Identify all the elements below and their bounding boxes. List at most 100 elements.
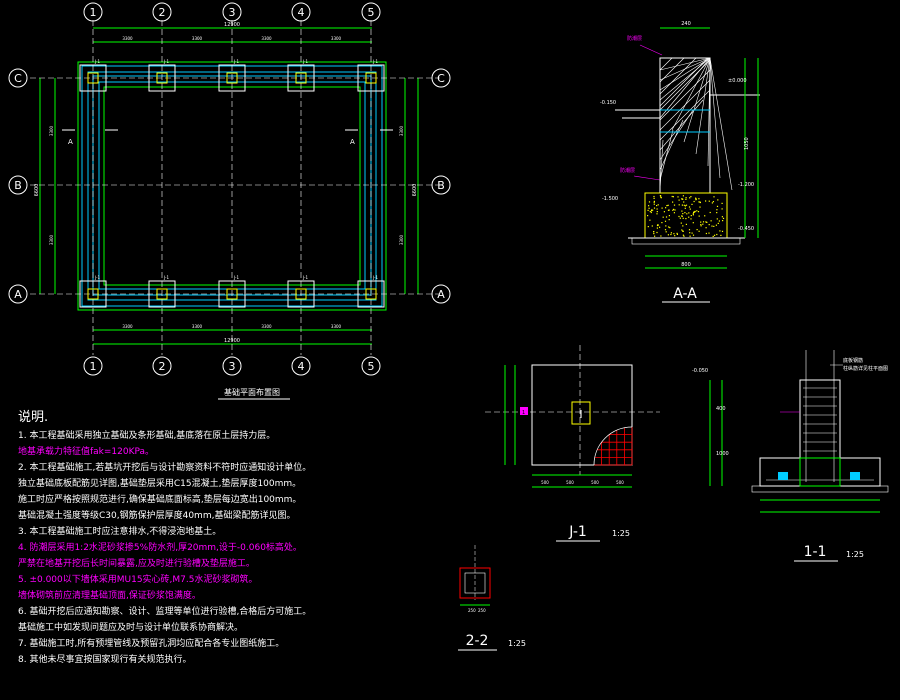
- note-line: 3. 本工程基础施工时应注意排水,不得浸泡地基土。: [18, 527, 222, 537]
- j1-title: J-1: [568, 524, 587, 540]
- s11-top-label: 底板钢筋: [843, 357, 863, 364]
- aa-elevation-label: -1.200: [738, 182, 754, 188]
- note-line: 6. 基础开挖后应通知勘察、设计、监理等单位进行验槽,合格后方可施工。: [18, 607, 312, 617]
- notes-list: 1. 本工程基础采用独立基础及条形基础,基底落在原土层持力层。 地基承载力特征值…: [18, 428, 438, 668]
- aa-height-dim-1: 1050: [744, 137, 750, 150]
- dim-side-segment: 3300: [399, 125, 404, 136]
- dim-side-segment: 3300: [49, 234, 54, 245]
- footing-pad: [79, 280, 107, 308]
- j1-dim: 500: [616, 480, 624, 485]
- footing-pad: [287, 280, 315, 308]
- aa-top-dim: 240: [681, 21, 691, 27]
- footing-tag: J-1: [233, 275, 239, 280]
- dim-segment: 3300: [331, 324, 342, 329]
- column-axis-bottom-bubble: [222, 356, 242, 376]
- note-line: 施工时应严格按照规范进行,确保基础底面标高,垫层每边宽出100mm。: [18, 495, 302, 505]
- j1-column-mark: I: [579, 408, 582, 421]
- note-line: 基础混凝土强度等级C30,钢筋保护层厚度40mm,基础梁配筋详见图。: [18, 511, 296, 521]
- dim-segment: 3300: [261, 36, 272, 41]
- row-axis-right-label: C: [437, 72, 445, 85]
- footing-pad: [357, 64, 385, 92]
- s11-title: 1-1: [804, 544, 827, 560]
- aa-elevation-label: -0.450: [738, 226, 754, 232]
- section-2-2: 250 250 2-2 1:25: [458, 545, 526, 651]
- row-axis-left-bubble: [8, 175, 28, 195]
- footing-tag: J-1: [163, 59, 169, 64]
- note-line: 独立基础底板配筋见详图,基础垫层采用C15混凝土,垫层厚度100mm。: [18, 479, 302, 489]
- note-line: 地基承载力特征值fak=120KPa。: [18, 447, 155, 457]
- aa-title: A-A: [673, 286, 697, 302]
- footing-pad: [148, 64, 176, 92]
- column-axis-bottom-bubble: [291, 356, 311, 376]
- note-line: 8. 其他未尽事宜按国家现行有关规范执行。: [18, 655, 192, 665]
- column-axis-top-label: 1: [90, 6, 97, 19]
- column-axis-top-label: 4: [298, 6, 305, 19]
- j1-col-label: 1: [522, 410, 525, 416]
- footing-pad: [148, 280, 176, 308]
- footing-tag: J-1: [372, 275, 378, 280]
- footing-tag: J-1: [302, 59, 308, 64]
- j1-dim: 500: [541, 480, 549, 485]
- s22-dim-2: 250: [478, 608, 486, 613]
- section-a-a: 240 防潮层 防潮层 ±0.000-0.150-1.200-1.500-0.4…: [600, 21, 760, 303]
- j1-scale: 1:25: [612, 529, 630, 538]
- note-line: 5. ±0.000以下墙体采用MU15实心砖,M7.5水泥砂浆砌筑。: [18, 575, 258, 585]
- row-axis-left-label: C: [14, 72, 22, 85]
- column-axis-bottom-label: 2: [159, 360, 166, 373]
- note-line: 严禁在地基开挖后长时间暴露,应及时进行验槽及垫层施工。: [18, 559, 255, 569]
- aa-callout-mid: 防潮层: [620, 167, 635, 174]
- dim-bottom-total: 12900: [224, 338, 240, 344]
- footing-pad: [218, 64, 246, 92]
- row-axis-left-bubble: [8, 68, 28, 88]
- s11-scale: 1:25: [846, 550, 864, 559]
- general-notes: 说明. 1. 本工程基础采用独立基础及条形基础,基底落在原土层持力层。 地基承载…: [18, 410, 438, 668]
- column-axis-bottom-label: 4: [298, 360, 305, 373]
- dim-segment: 3300: [192, 324, 203, 329]
- footing-tag: J-1: [94, 59, 100, 64]
- dim-segment: 3300: [122, 36, 133, 41]
- note-line: 1. 本工程基础采用独立基础及条形基础,基底落在原土层持力层。: [18, 431, 276, 441]
- s11-top-label2: 柱纵筋详见柱平面图: [843, 365, 888, 372]
- s22-scale: 1:25: [508, 639, 526, 648]
- column-axis-bottom-label: 3: [229, 360, 236, 373]
- aa-elevation-label: -0.150: [600, 100, 616, 106]
- footing-tag: J-1: [163, 275, 169, 280]
- dim-segment: 3300: [261, 324, 272, 329]
- row-axis-right-label: B: [437, 179, 445, 192]
- section-mark-a-right: A: [350, 138, 355, 146]
- section-mark-a-left: A: [68, 138, 73, 146]
- column-axis-top-label: 2: [159, 6, 166, 19]
- footing-pad: [287, 64, 315, 92]
- note-line: 7. 基础施工时,所有预埋管线及预留孔洞均应配合各专业图纸施工。: [18, 639, 285, 649]
- s22-title: 2-2: [466, 633, 489, 649]
- aa-elevation-labels: ±0.000-0.150-1.200-1.500-0.450: [600, 78, 754, 232]
- dim-segment: 3300: [331, 36, 342, 41]
- footing-tag: J-1: [372, 59, 378, 64]
- note-line: 墙体砌筑前应清理基础顶面,保证砂浆饱满度。: [18, 591, 201, 601]
- column-axis-bottom-bubble: [361, 356, 381, 376]
- plan-title: 基础平面布置图: [224, 387, 280, 397]
- row-axis-left-bubble: [8, 284, 28, 304]
- footing-pad: [218, 280, 246, 308]
- column-axis-bottom-bubble: [83, 356, 103, 376]
- aa-elevation-label: ±0.000: [728, 78, 747, 84]
- note-line: 基础施工中如发现问题应及时与设计单位联系协商解决。: [18, 623, 244, 633]
- s22-dim: 250: [468, 608, 476, 613]
- footing-pad: [79, 64, 107, 92]
- column-axis-top-label: 5: [368, 6, 375, 19]
- dim-side-total-right: 6600: [412, 184, 418, 197]
- notes-title: 说明.: [18, 410, 49, 425]
- footing-tag: J-1: [94, 275, 100, 280]
- j1-dim: 500: [566, 480, 574, 485]
- column-axis-bottom-bubble: [152, 356, 172, 376]
- dim-side-total-left: 6600: [34, 184, 40, 197]
- column-axis-bottom-label: 5: [368, 360, 375, 373]
- s11-dim: 400: [716, 406, 726, 412]
